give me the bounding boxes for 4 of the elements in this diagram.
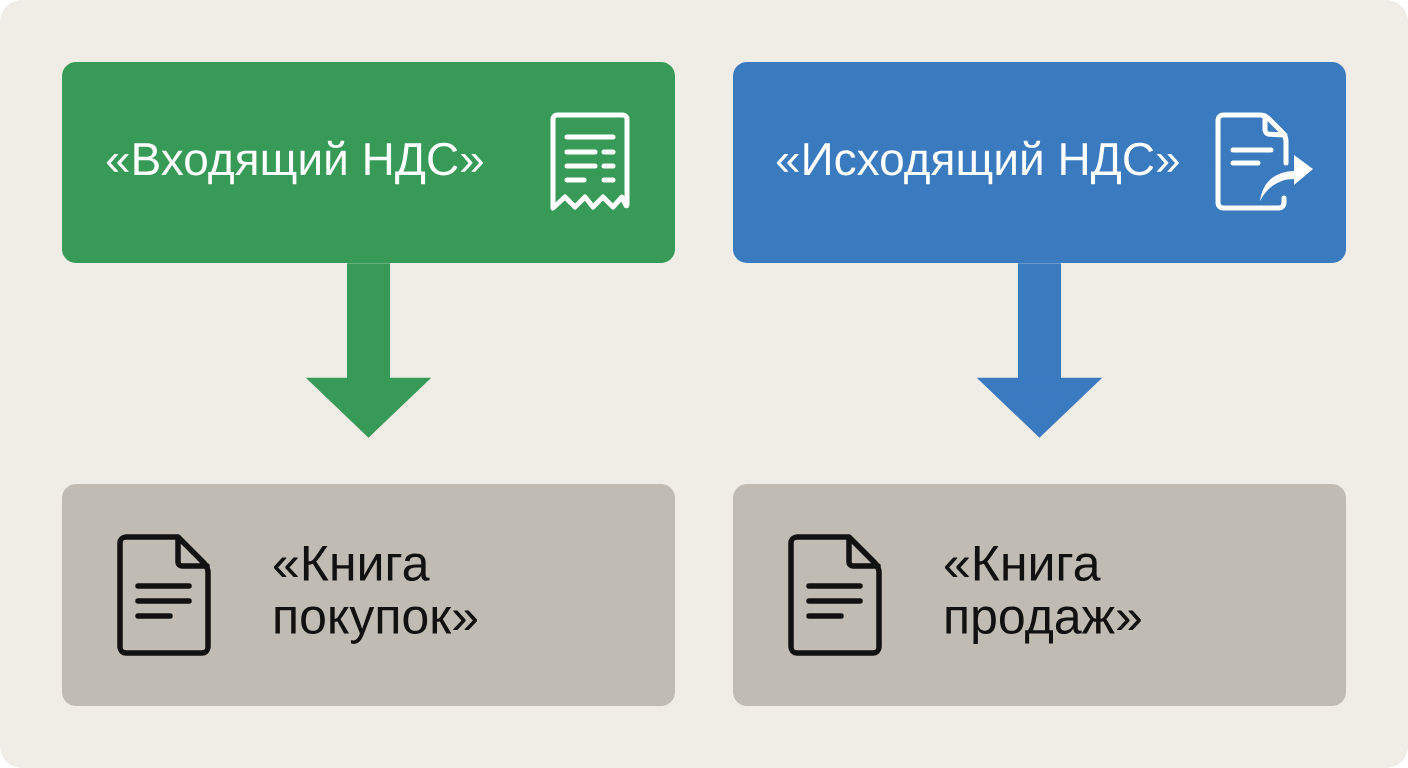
process-box: «Книга покупок» xyxy=(62,484,675,706)
process-box: «Исходящий НДС» xyxy=(733,62,1346,263)
process-box: «Входящий НДС» xyxy=(62,62,675,263)
process-box: «Книга продаж» xyxy=(733,484,1346,706)
